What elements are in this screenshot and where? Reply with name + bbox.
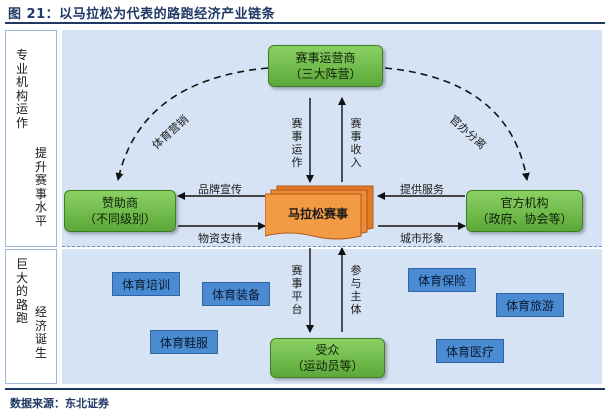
node-event-organizer-title: 赛事运营商 (295, 51, 356, 65)
side-label-born: 经济诞生 (34, 305, 47, 360)
node-sponsor-sub: （不同级别） (83, 212, 156, 226)
label-event-platform: 赛事平台 (291, 264, 303, 316)
arrow-sports-marketing (115, 67, 269, 181)
label-material-support: 物资支持 (198, 232, 242, 245)
node-official-sub: （政府、协会等） (476, 212, 573, 226)
marathon-event-stack (265, 185, 374, 240)
node-sponsor-title: 赞助商 (101, 196, 138, 210)
marathon-event-label: 马拉松赛事 (287, 207, 348, 221)
industry-sports-apparel: 体育鞋服 (150, 330, 218, 354)
panel-divider (62, 246, 602, 247)
label-brand-promotion: 品牌宣传 (198, 183, 242, 196)
industry-sports-medical: 体育医疗 (436, 339, 504, 363)
side-box-top: 专业机构运作 提升赛事水平 (5, 30, 57, 247)
side-label-improve: 提升赛事水平 (34, 146, 47, 228)
industry-sports-insurance: 体育保险 (408, 268, 476, 292)
node-event-organizer: 赛事运营商 （三大阵营） (268, 45, 383, 87)
figure-title: 图 21：以马拉松为代表的路跑经济产业链条 (8, 7, 276, 22)
industry-sports-tourism: 体育旅游 (496, 293, 564, 317)
side-box-bottom: 巨大的路跑 经济诞生 (5, 249, 57, 384)
label-provide-services: 提供服务 (400, 183, 444, 196)
node-sponsor: 赞助商 （不同级别） (64, 190, 176, 232)
node-official-title: 官方机构 (500, 196, 549, 210)
title-rule (5, 22, 605, 24)
node-event-organizer-sub: （三大阵营） (289, 67, 362, 81)
node-audience: 受众 （运动员等） (270, 338, 385, 378)
source-rule (5, 388, 605, 390)
data-source: 数据来源：东北证券 (10, 397, 109, 410)
arrow-official-separation (384, 67, 530, 181)
side-label-operate: 专业机构运作 (15, 48, 28, 130)
label-event-operation: 赛事运作 (291, 117, 303, 169)
label-participation: 参与主体 (350, 264, 362, 316)
industry-sports-training: 体育培训 (112, 272, 180, 296)
industry-sports-equipment: 体育装备 (202, 282, 270, 306)
label-city-image: 城市形象 (400, 232, 444, 245)
node-audience-title: 受众 (315, 343, 340, 357)
label-event-income: 赛事收入 (350, 117, 362, 169)
node-official-institution: 官方机构 （政府、协会等） (466, 190, 583, 232)
side-label-huge: 巨大的路跑 (15, 257, 28, 325)
node-audience-sub: （运动员等） (291, 359, 364, 373)
